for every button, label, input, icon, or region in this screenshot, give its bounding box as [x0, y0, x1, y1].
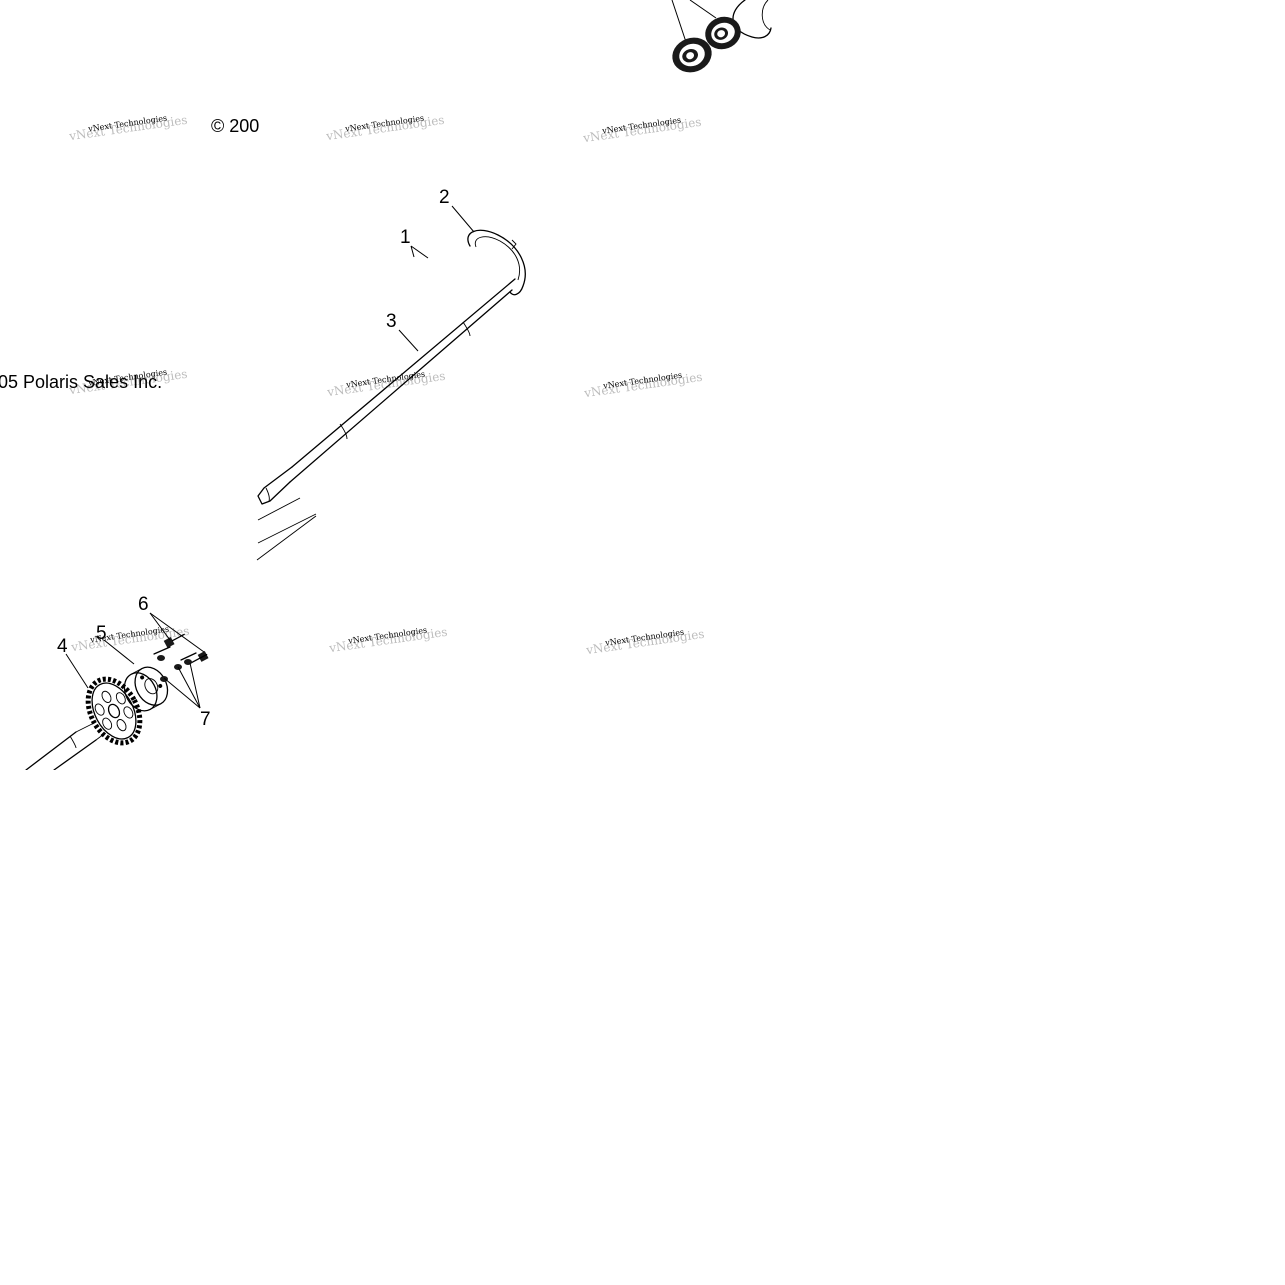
callout-4: 4	[57, 636, 68, 657]
crop-mask	[0, 770, 260, 800]
watermark-ghost-text: vNext Technologies	[581, 115, 702, 146]
hex-nut	[705, 16, 741, 50]
lock-washers-item-7	[157, 655, 192, 682]
watermark-ghost-text: vNext Technologies	[324, 113, 445, 144]
callout-3: 3	[386, 311, 397, 332]
axle-shaft-item-3	[256, 278, 516, 561]
crop-mask	[0, 490, 256, 580]
callout-7: 7	[200, 709, 211, 730]
callout-1: 1	[400, 227, 411, 248]
callout-6: 6	[138, 594, 149, 615]
watermark: vNext Technologies vNext Technologies	[69, 624, 190, 655]
callout-5: 5	[96, 623, 107, 644]
bolts-item-6	[153, 633, 209, 664]
watermark: vNext Technologies vNext Technologies	[582, 370, 703, 401]
watermark-row-bottom: vNext Technologies vNext Technologies vN…	[69, 624, 705, 658]
watermark: vNext Technologies vNext Technologies	[67, 113, 188, 144]
nuts-and-washer-partial	[671, 0, 772, 73]
copyright-fragment-top: © 200	[211, 116, 259, 136]
watermark: vNext Technologies vNext Technologies	[325, 369, 446, 400]
watermark: vNext Technologies vNext Technologies	[324, 113, 445, 144]
sprocket-item-4	[85, 676, 143, 746]
watermark-row-top: vNext Technologies vNext Technologies vN…	[67, 113, 702, 146]
hex-nut	[672, 37, 712, 73]
watermark-ghost-text: vNext Technologies	[67, 113, 188, 144]
callouts: 1 2 3 4 5 6 7	[57, 187, 450, 730]
watermark: vNext Technologies vNext Technologies	[581, 115, 702, 146]
copyright-fragment-left: 05 Polaris Sales Inc.	[0, 372, 162, 392]
watermark: vNext Technologies vNext Technologies	[327, 625, 448, 656]
drive-shaft-stub	[25, 723, 105, 771]
callout-2: 2	[439, 187, 450, 208]
leader-lines	[65, 205, 475, 709]
hub-item-5	[123, 666, 169, 712]
washer-item-2	[467, 229, 526, 296]
watermark-row-middle: vNext Technologies vNext Technologies vN…	[67, 367, 703, 401]
watermark: vNext Technologies vNext Technologies	[584, 627, 705, 658]
